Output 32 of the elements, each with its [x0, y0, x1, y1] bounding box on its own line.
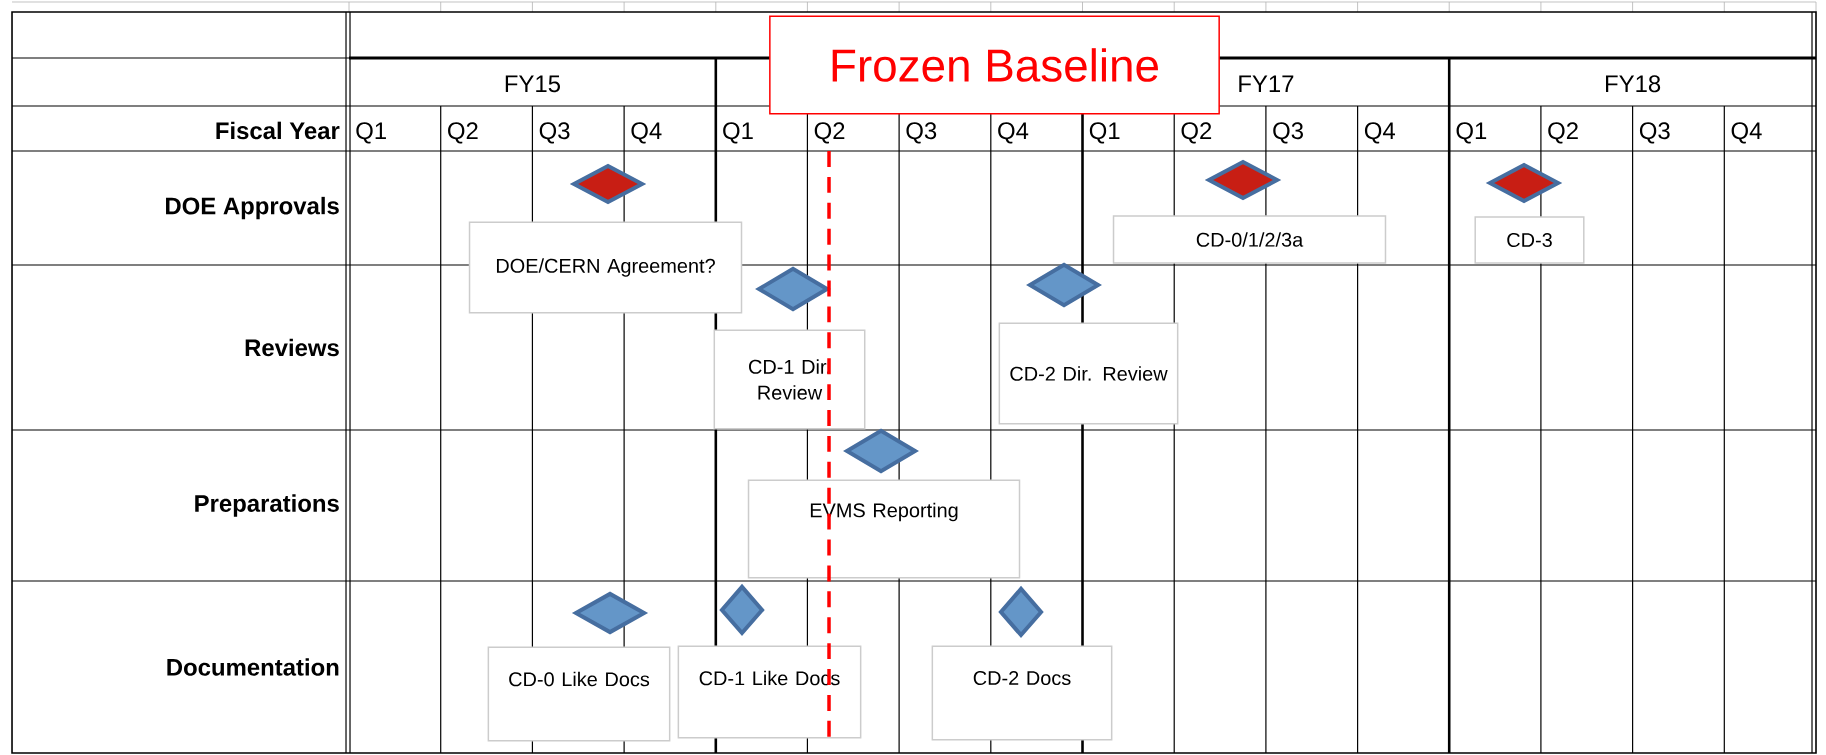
row-header: Fiscal Year — [216, 121, 340, 140]
quarter-header: Q2 — [1181, 122, 1212, 144]
task-box — [747, 479, 1021, 579]
row-header: Reviews — [245, 338, 339, 357]
row-header: Preparations — [195, 494, 339, 517]
row-header: DOE Approvals — [166, 196, 339, 220]
quarter-header: Q4 — [631, 122, 662, 144]
quarter-header: Q1 — [723, 122, 753, 144]
task-box — [487, 646, 671, 742]
quarter-header: Q3 — [539, 122, 570, 144]
quarter-header: Q2 — [448, 122, 478, 144]
year-header: FY18 — [1606, 75, 1661, 93]
year-header: FY17 — [1239, 75, 1294, 92]
quarter-header: Q2 — [1548, 122, 1578, 144]
quarter-header: Q4 — [1731, 122, 1762, 144]
task-label: EVMS Reporting — [810, 502, 958, 522]
quarter-header: Q4 — [1364, 122, 1395, 144]
task-box: CD-0/1/2/3a — [1112, 215, 1387, 264]
task-box: CD-3 — [1474, 216, 1585, 264]
task-box: DOE/CERN Agreement? — [468, 221, 743, 314]
quarter-header: Q3 — [1273, 122, 1303, 144]
task-label: CD-2 Docs — [973, 670, 1071, 686]
task-box: CD-2 Dir. Review — [998, 322, 1179, 425]
baseline-callout: Frozen Baseline — [769, 15, 1220, 115]
year-header: FY15 — [505, 75, 560, 93]
task-box — [931, 645, 1113, 741]
quarter-header: Q1 — [356, 122, 386, 144]
task-label: CD-0 Like Docs — [509, 671, 650, 687]
task-box — [677, 645, 862, 739]
row-header: Documentation — [167, 658, 339, 676]
quarter-header: Q3 — [1639, 122, 1670, 144]
quarter-header: Q1 — [1456, 122, 1487, 144]
